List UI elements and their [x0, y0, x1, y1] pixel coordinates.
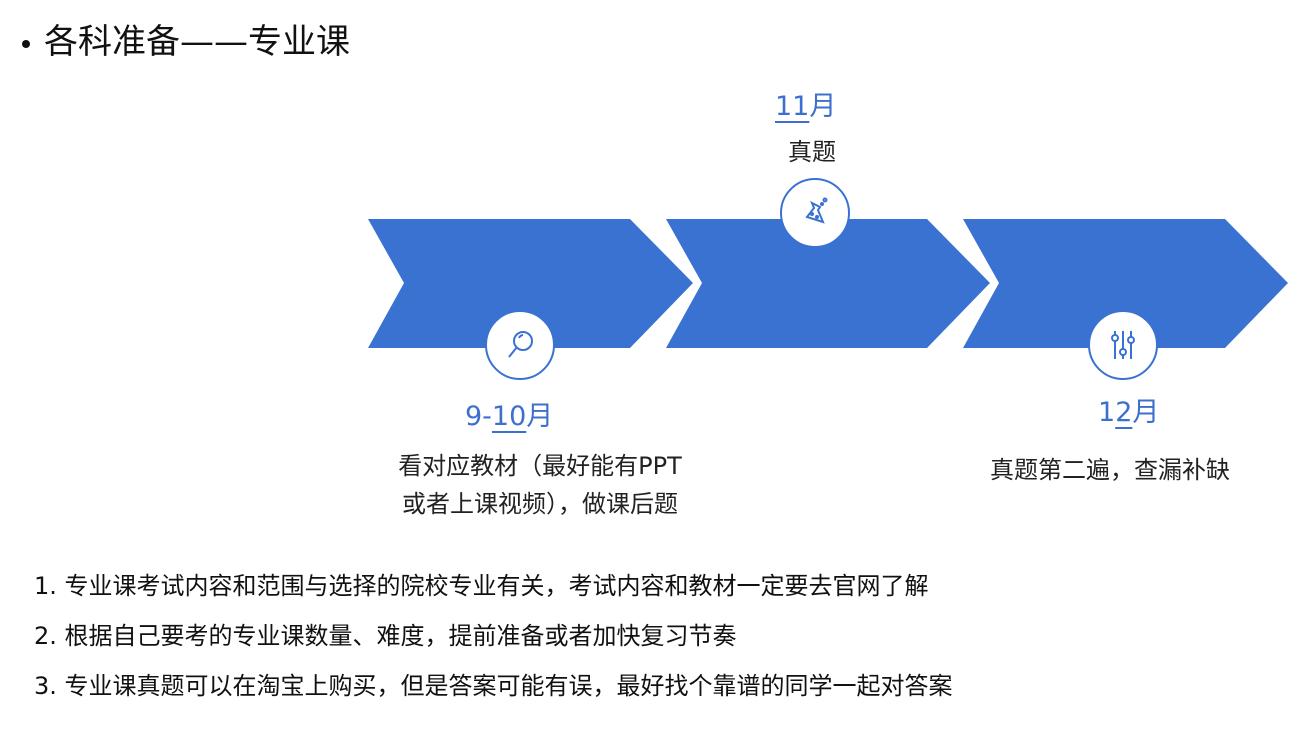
- stage-1-description: 看对应教材（最好能有PPT 或者上课视频），做课后题: [340, 447, 740, 523]
- magnifier-icon: [485, 310, 555, 380]
- desc-line: 真题: [788, 138, 836, 166]
- note-1: 1. 专业课考试内容和范围与选择的院校专业有关，考试内容和教材一定要去官网了解: [34, 572, 929, 600]
- sliders-icon: [1088, 310, 1158, 380]
- month-suffix: 月: [809, 91, 837, 122]
- stage-2-description: 真题: [712, 133, 912, 171]
- bullet-icon: [22, 39, 30, 48]
- chevron-stage-3: [963, 219, 1288, 348]
- month-suffix: 月: [1132, 397, 1160, 428]
- slide-title: 各科准备——专业课: [14, 14, 350, 63]
- desc-line: 或者上课视频），做课后题: [402, 490, 678, 518]
- month-underlined: 11: [775, 91, 810, 122]
- flask-icon: [780, 178, 850, 248]
- desc-line: 看对应教材（最好能有PPT: [398, 452, 682, 480]
- stage-2-month: 11月: [775, 84, 836, 123]
- slide-title-text: 各科准备——专业课: [44, 22, 350, 62]
- month-prefix: 9-: [465, 401, 492, 432]
- month-underlined: 2: [1115, 397, 1133, 428]
- month-underlined: 10: [491, 401, 527, 432]
- stage-1-month: 9-10月: [465, 394, 553, 433]
- month-prefix: 1: [1098, 397, 1116, 428]
- month-suffix: 月: [526, 401, 554, 432]
- note-3: 3. 专业课真题可以在淘宝上购买，但是答案可能有误，最好找个靠谱的同学一起对答案: [34, 672, 953, 700]
- chevron-stage-2: [666, 219, 990, 348]
- stage-3-description: 真题第二遍，查漏补缺: [930, 451, 1290, 489]
- note-2: 2. 根据自己要考的专业课数量、难度，提前准备或者加快复习节奏: [34, 622, 737, 650]
- stage-3-month: 12月: [1098, 390, 1159, 429]
- chevron-stage-1: [368, 219, 693, 348]
- desc-line: 真题第二遍，查漏补缺: [990, 456, 1230, 484]
